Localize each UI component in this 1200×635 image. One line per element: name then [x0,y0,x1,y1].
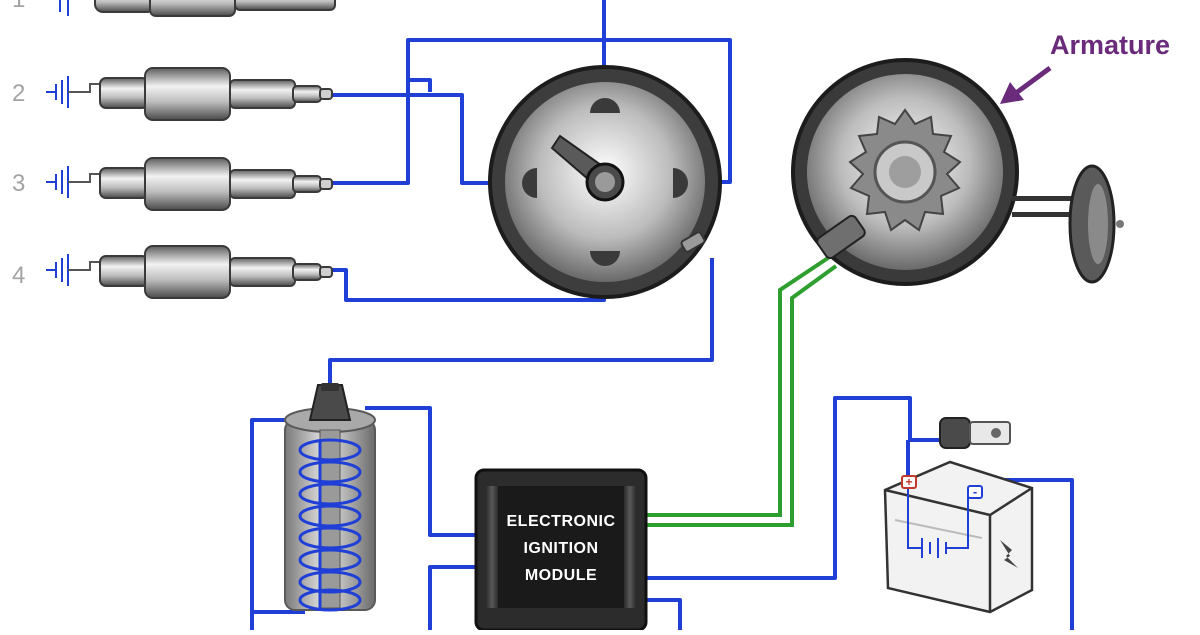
module-label-line-1: ELECTRONIC [507,513,616,530]
battery-negative-terminal: - [973,484,977,499]
armature-assembly [791,58,1124,286]
ignition-switch [939,417,1011,449]
spark-plug-3 [46,157,333,211]
reluctor-wheel [848,108,962,232]
coil-windings [298,438,362,612]
pickup-wires [646,256,838,527]
spark-plug-number-1: 1 [12,0,25,14]
battery-bolt-icon [1000,540,1018,568]
ignition-coil [284,383,376,612]
spark-plug-number-2: 2 [12,80,26,107]
module-label-line-2: IGNITION [523,540,598,557]
spark-plug-number-3: 3 [12,170,26,197]
spark-plug-number-4: 4 [12,262,26,289]
spark-plug-2 [46,67,333,121]
ignition-module: ELECTRONIC IGNITION MODULE [474,468,648,632]
battery: + - [883,460,1034,614]
battery-cells-icon [907,486,969,558]
armature-label: Armature [1050,30,1171,60]
battery-positive-terminal: + [905,475,912,489]
spark-plug-1 [59,0,336,17]
rotor [550,134,625,202]
spark-plug-4 [46,245,333,299]
distributor-cap [488,65,722,299]
armature-arrow [1000,65,1052,104]
module-label-line-3: MODULE [525,567,597,584]
primary-wires [250,0,1074,630]
